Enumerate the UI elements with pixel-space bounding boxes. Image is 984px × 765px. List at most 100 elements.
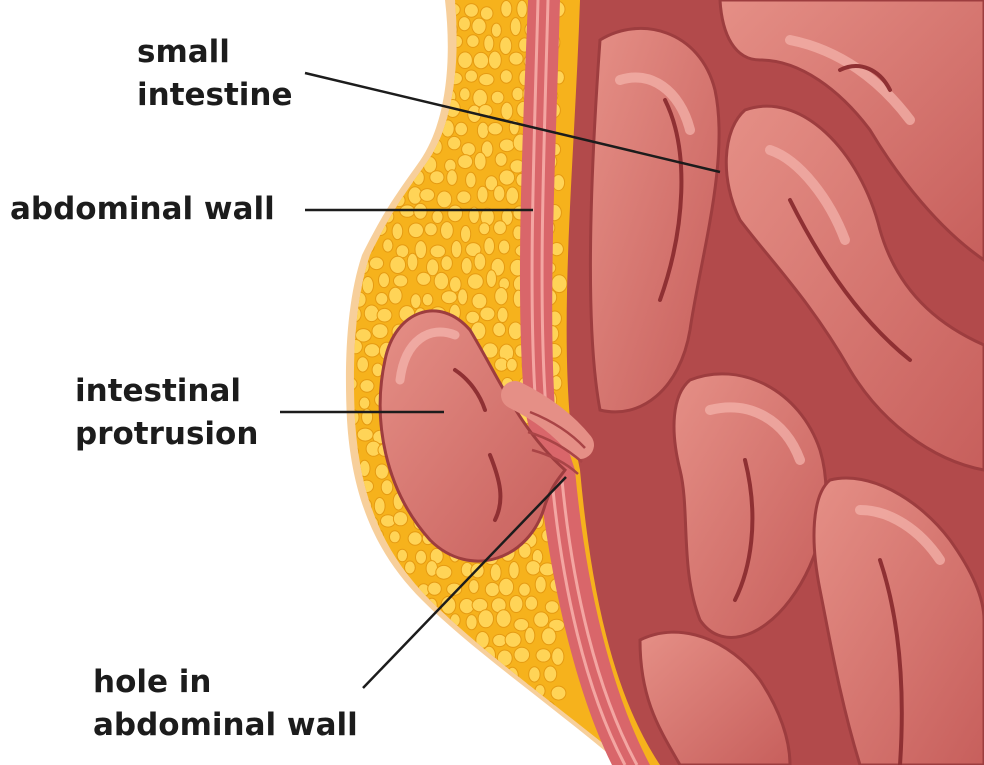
label-intestinal-protrusion-line-2: protrusion (75, 413, 258, 456)
fat-cell (336, 19, 349, 32)
fat-cell (422, 698, 434, 712)
fat-cell (466, 680, 482, 693)
fat-cell (372, 564, 383, 577)
fat-cell (464, 4, 478, 18)
fat-cell (345, 544, 360, 560)
fat-cell (548, 747, 561, 764)
fat-cell (425, 223, 438, 236)
fat-cell (383, 679, 395, 697)
fat-cell (399, 0, 412, 13)
fat-cell (387, 632, 401, 646)
fat-cell (370, 635, 381, 648)
fat-cell (396, 647, 409, 664)
fat-cell (377, 308, 392, 322)
fat-cell (351, 634, 367, 649)
fat-cell (354, 120, 365, 134)
fat-cell (417, 102, 428, 116)
fat-cell (432, 210, 443, 223)
fat-cell (492, 703, 505, 715)
fat-cell (342, 631, 354, 644)
fat-cell (447, 170, 458, 186)
fat-cell (346, 103, 359, 117)
fat-cell (519, 583, 531, 596)
fat-cell (466, 615, 477, 630)
fat-cell (341, 531, 355, 549)
fat-cell (429, 36, 440, 50)
fat-cell (553, 719, 564, 735)
fat-cell (388, 594, 404, 611)
fat-cell (335, 389, 348, 406)
fat-cell (389, 287, 402, 304)
fat-cell (343, 753, 357, 765)
fat-cell (448, 136, 461, 149)
fat-cell (420, 189, 435, 202)
fat-cell (490, 564, 501, 581)
fat-cell (409, 731, 423, 747)
fat-cell (378, 137, 393, 153)
fat-cell (525, 596, 537, 610)
fat-cell (376, 293, 388, 306)
fat-cell (408, 532, 422, 545)
fat-cell (385, 577, 397, 593)
fat-cell (336, 361, 348, 378)
fat-cell (495, 153, 507, 167)
fat-cell (347, 614, 358, 630)
label-abdominal-wall: abdominal wall (10, 188, 275, 231)
fat-cell (377, 186, 388, 202)
fat-cell (341, 260, 352, 276)
fat-cell (457, 666, 468, 681)
fat-cell (468, 715, 483, 729)
fat-cell (474, 152, 486, 170)
fat-cell (400, 137, 412, 154)
fat-cell (374, 498, 385, 515)
fat-cell (477, 122, 488, 138)
fat-cell (545, 601, 559, 614)
fat-cell (404, 695, 415, 713)
fat-cell (551, 686, 566, 700)
fat-cell (421, 20, 436, 38)
fat-cell (443, 665, 455, 679)
fat-cell (357, 428, 373, 441)
label-intestinal-protrusion-line-1: intestinal (75, 370, 258, 413)
fat-cell (474, 253, 486, 270)
fat-cell (352, 19, 366, 35)
fat-cell (402, 72, 413, 85)
fat-cell (415, 653, 430, 666)
fat-cell (484, 238, 495, 255)
label-hole-line-2: abdominal wall (93, 704, 358, 747)
fat-cell (501, 1, 512, 18)
fat-cell (425, 88, 436, 102)
fat-cell (365, 754, 377, 765)
fat-cell (447, 751, 458, 765)
fat-cell (414, 203, 427, 219)
fat-cell (525, 627, 535, 643)
fat-cell (552, 648, 564, 665)
fat-cell (545, 732, 559, 747)
fat-cell (381, 107, 394, 120)
fat-cell (338, 191, 353, 207)
fat-cell (403, 664, 419, 681)
fat-cell (486, 270, 496, 288)
fat-cell (472, 18, 486, 34)
fat-cell (366, 614, 377, 628)
fat-cell (510, 596, 523, 613)
fat-cell (428, 0, 444, 16)
fat-cell (360, 380, 374, 393)
fat-cell (364, 344, 379, 357)
fat-cell (344, 241, 358, 256)
fat-cell (396, 751, 407, 765)
fat-cell (425, 628, 436, 645)
fat-cell (416, 614, 431, 631)
fat-cell (381, 753, 395, 765)
fat-cell (499, 139, 514, 152)
fat-cell (464, 752, 475, 765)
fat-cell (469, 580, 479, 594)
fat-cell (335, 294, 349, 307)
fat-cell (448, 719, 460, 735)
fat-cell (458, 17, 470, 31)
label-small-intestine-line-1: small (137, 31, 293, 74)
fat-cell (362, 210, 374, 224)
fat-cell (506, 187, 519, 204)
fat-cell (360, 531, 371, 546)
fat-cell (514, 647, 530, 662)
